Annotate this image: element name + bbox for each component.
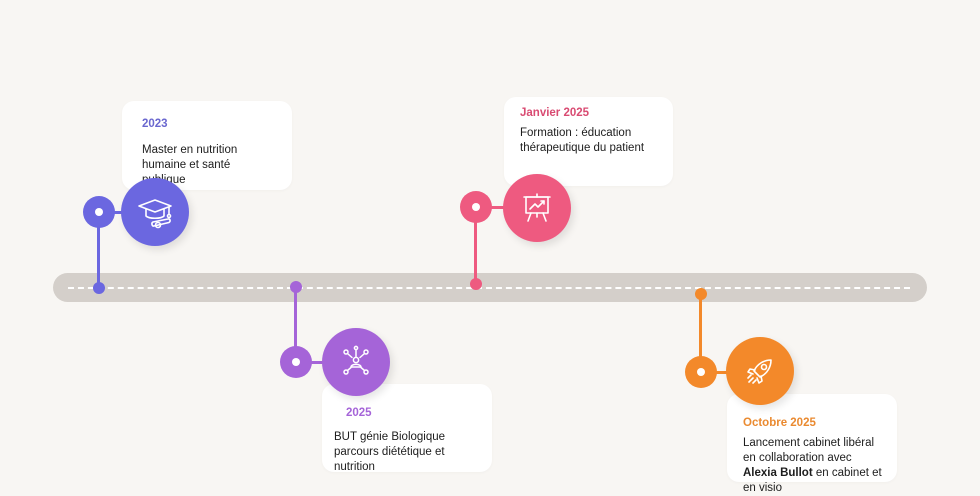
timeline-marker [470,278,482,290]
event-ring [685,356,717,388]
timeline-marker [695,288,707,300]
event-ring [280,346,312,378]
event-icon-bubble [322,328,390,396]
event-description: Formation : éducation thérapeutique du p… [520,127,645,154]
event-card-2023: 2023 Master en nutrition humaine et sant… [122,101,292,190]
graduation-cap-diploma-icon [138,199,172,229]
event-description-start: Lancement cabinet libéral en collaborati… [743,437,875,464]
timeline-marker [93,282,105,294]
network-user-icon [343,345,369,375]
event-date: 2023 [142,118,168,130]
event-connector [309,361,325,364]
event-card-octobre-2025: Octobre 2025 Lancement cabinet libéral e… [727,394,897,494]
event-stem [294,287,297,362]
event-icon-bubble [503,174,571,242]
presentation-board-icon [523,193,551,222]
event-date: Octobre 2025 [743,417,816,429]
event-ring [460,191,492,223]
event-stem [699,294,702,372]
event-date: Janvier 2025 [520,107,590,119]
event-stem [97,212,100,288]
event-connector [489,206,507,209]
event-connector [112,211,126,214]
event-connector [714,371,730,374]
event-description-bold: Alexia Bullot [743,467,813,479]
event-icon-bubble [726,337,794,405]
event-date: 2025 [346,407,372,419]
event-card-2025: 2025 BUT génie Biologique parcours diété… [322,384,492,473]
event-icon-bubble [121,178,189,246]
timeline-dashed-line [68,287,910,289]
timeline-marker [290,281,302,293]
event-ring [83,196,115,228]
event-description: BUT génie Biologique parcours diététique… [334,431,446,473]
event-description: Lancement cabinet libéral en collaborati… [743,436,885,496]
event-card-janvier-2025: Janvier 2025 Formation : éducation théra… [504,97,673,186]
rocket-icon [747,359,772,384]
event-stem [474,207,477,283]
